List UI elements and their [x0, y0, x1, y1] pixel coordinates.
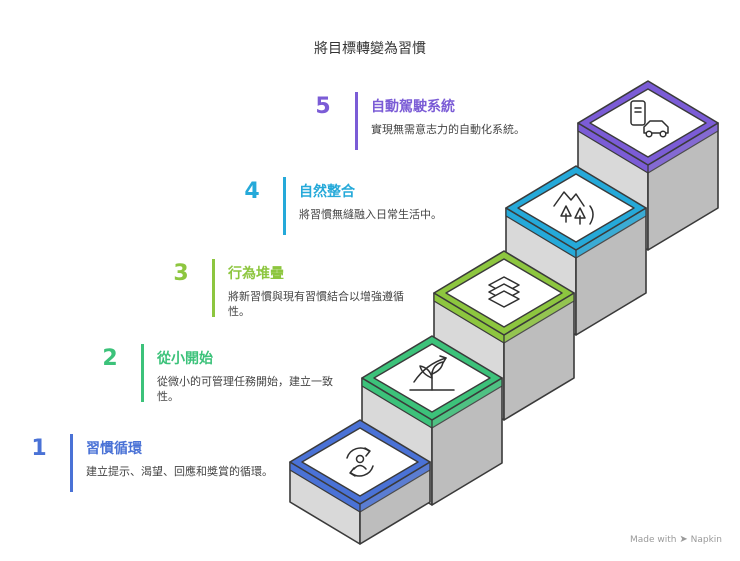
step-description: 將新習慣與現有習慣結合以增強遵循性。 [228, 290, 404, 318]
made-with-text: Made with [629, 535, 677, 545]
step-accent-bar [70, 434, 73, 492]
diagram-title: 將目標轉變為習慣 [314, 41, 426, 57]
step-number: 5 [315, 94, 331, 119]
step-description: 從微小的可管理任務開始，建立一致性。 [157, 375, 333, 403]
step-description: 建立提示、渴望、回應和獎賞的循環。 [86, 465, 273, 478]
step-accent-bar [141, 344, 144, 402]
step-title: 自然整合 [299, 184, 355, 200]
step-accent-bar [212, 259, 215, 317]
mountain-landscape-icon [553, 191, 594, 225]
step-number: 3 [173, 261, 189, 286]
step-description: 實現無需意志力的自動化系統。 [371, 123, 525, 136]
step-title: 行為堆疊 [228, 266, 284, 282]
step-number: 2 [102, 346, 118, 371]
growing-plant-icon [409, 355, 455, 391]
stair-step-2 [361, 335, 503, 506]
step-title: 習慣循環 [86, 441, 142, 457]
step-title: 自動駕駛系統 [371, 99, 455, 115]
step-number: 1 [31, 436, 47, 461]
stacked-layers-icon [488, 276, 520, 308]
cycle-person-icon [346, 447, 374, 477]
step-accent-bar [283, 177, 286, 235]
step-title: 從小開始 [157, 351, 213, 367]
made-with-napkin: Made with ➤ Napkin [630, 534, 722, 545]
stair-step-1 [289, 419, 431, 545]
brand-name: Napkin [690, 535, 722, 545]
stair-tread-inner [517, 173, 635, 243]
step-description: 將習慣無縫融入日常生活中。 [299, 208, 442, 221]
napkin-logo-icon: ➤ [679, 534, 688, 545]
autonomous-car-icon [630, 100, 669, 138]
step-accent-bar [355, 92, 358, 150]
step-number: 4 [244, 179, 260, 204]
